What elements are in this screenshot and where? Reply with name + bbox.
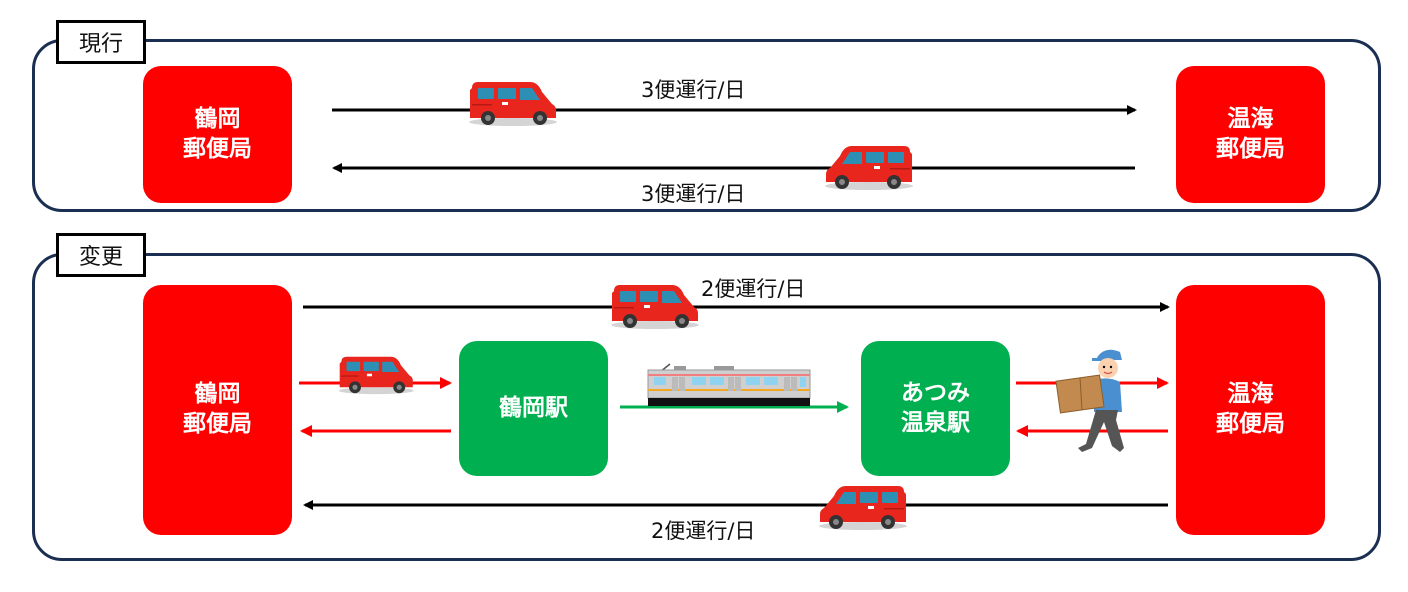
box-label: 鶴岡駅 [499,394,568,421]
changed-tag: 変更 [56,233,146,277]
tsuruoka-post-office-current: 鶴岡郵便局 [143,66,292,203]
box-label: 温泉駅 [901,409,970,436]
current-tag: 現行 [56,20,146,64]
box-label: 郵便局 [183,411,252,437]
box-label: 温海 [1227,105,1274,132]
atsumi-onsen-station: あつみ温泉駅 [861,341,1010,476]
tsuruoka-station: 鶴岡駅 [459,341,608,476]
delivery-worker-icon [1055,349,1124,452]
train-icon [647,363,811,406]
current-inbound-label: 3便運行/日 [641,182,746,206]
box-label: 郵便局 [183,135,252,162]
post-van-icon [611,285,699,329]
atsumi-post-office-current: 温海郵便局 [1176,66,1325,203]
tsuruoka-post-office-changed: 鶴岡郵便局 [143,285,292,535]
post-van-icon [825,146,913,190]
box-label: 鶴岡 [194,105,241,132]
box-label: 温海 [1227,381,1274,408]
changed-inbound-label: 2便運行/日 [651,519,756,543]
current-outbound-label: 3便運行/日 [641,78,746,102]
box-label: 鶴岡 [194,381,241,408]
post-van-icon [819,486,907,530]
post-van-icon [338,356,414,395]
box-label: あつみ [901,379,970,406]
box-label: 郵便局 [1216,135,1285,162]
atsumi-post-office-changed: 温海郵便局 [1176,285,1325,535]
box-label: 郵便局 [1216,411,1285,437]
changed-outbound-label: 2便運行/日 [701,277,806,301]
post-van-icon [469,82,557,126]
